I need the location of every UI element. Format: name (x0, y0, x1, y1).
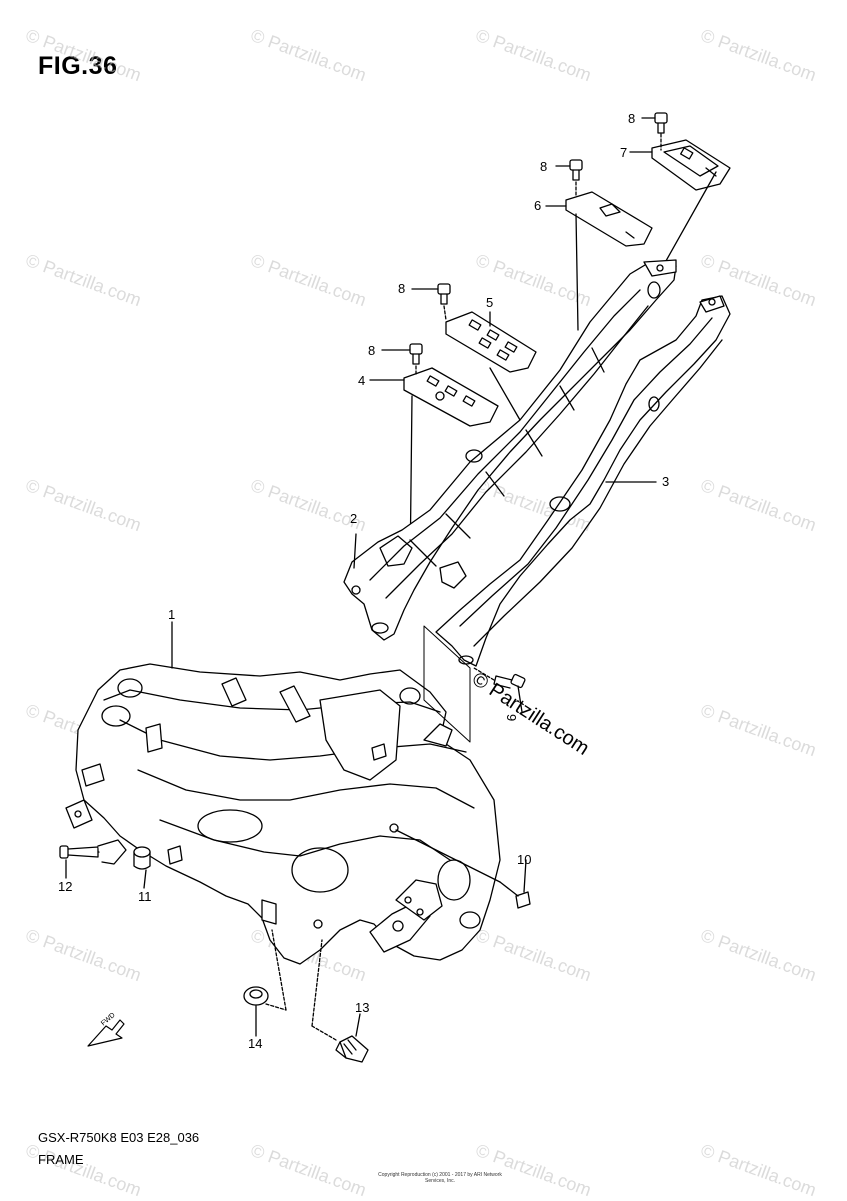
part-9-bolt[interactable] (493, 673, 526, 689)
part-7-bracket[interactable] (651, 139, 731, 191)
callout-1[interactable]: 1 (168, 607, 176, 622)
callout-6[interactable]: 6 (534, 198, 542, 213)
section-name: FRAME (38, 1152, 84, 1167)
bolt-8-c[interactable] (437, 283, 451, 305)
callout-11[interactable]: 11 (138, 889, 152, 904)
callout-13[interactable]: 13 (355, 1000, 370, 1015)
callout-4[interactable]: 4 (358, 373, 366, 388)
part-12-bolt[interactable] (59, 845, 99, 859)
callout-5[interactable]: 5 (486, 295, 494, 310)
callout-8-d[interactable]: 8 (368, 343, 376, 358)
figure-title: FIG.36 (38, 52, 118, 80)
callout-8-c[interactable]: 8 (398, 281, 406, 296)
bolt-8-a[interactable] (654, 112, 668, 134)
part-10-bolt[interactable] (499, 881, 531, 909)
part-14-grommet[interactable] (243, 986, 269, 1006)
part-3-seat-rail-right[interactable] (435, 295, 731, 667)
part-11-collar[interactable] (133, 846, 151, 870)
model-code: GSX-R750K8 E03 E28_036 (38, 1130, 200, 1145)
part-6-bracket[interactable] (565, 191, 653, 247)
copyright-notice: Copyright Reproduction (c) 2001 - 2017 b… (378, 1172, 502, 1184)
bolt-8-b[interactable] (569, 159, 583, 181)
fwd-arrow (87, 1019, 125, 1047)
part-2-seat-rail-left[interactable] (343, 259, 677, 641)
callout-8-a[interactable]: 8 (628, 111, 636, 126)
callout-12[interactable]: 12 (58, 879, 73, 894)
callout-8-b[interactable]: 8 (540, 159, 548, 174)
callout-7[interactable]: 7 (620, 145, 628, 160)
callout-14[interactable]: 14 (248, 1036, 263, 1051)
callout-3[interactable]: 3 (662, 474, 670, 489)
callout-10[interactable]: 10 (517, 852, 532, 867)
bolt-8-d[interactable] (409, 343, 423, 365)
part-5-plate[interactable] (445, 311, 537, 373)
part-13-bolt[interactable] (335, 1035, 369, 1063)
part-1-main-frame[interactable] (65, 663, 501, 965)
part-4-plate[interactable] (403, 367, 499, 427)
callout-2[interactable]: 2 (350, 511, 358, 526)
